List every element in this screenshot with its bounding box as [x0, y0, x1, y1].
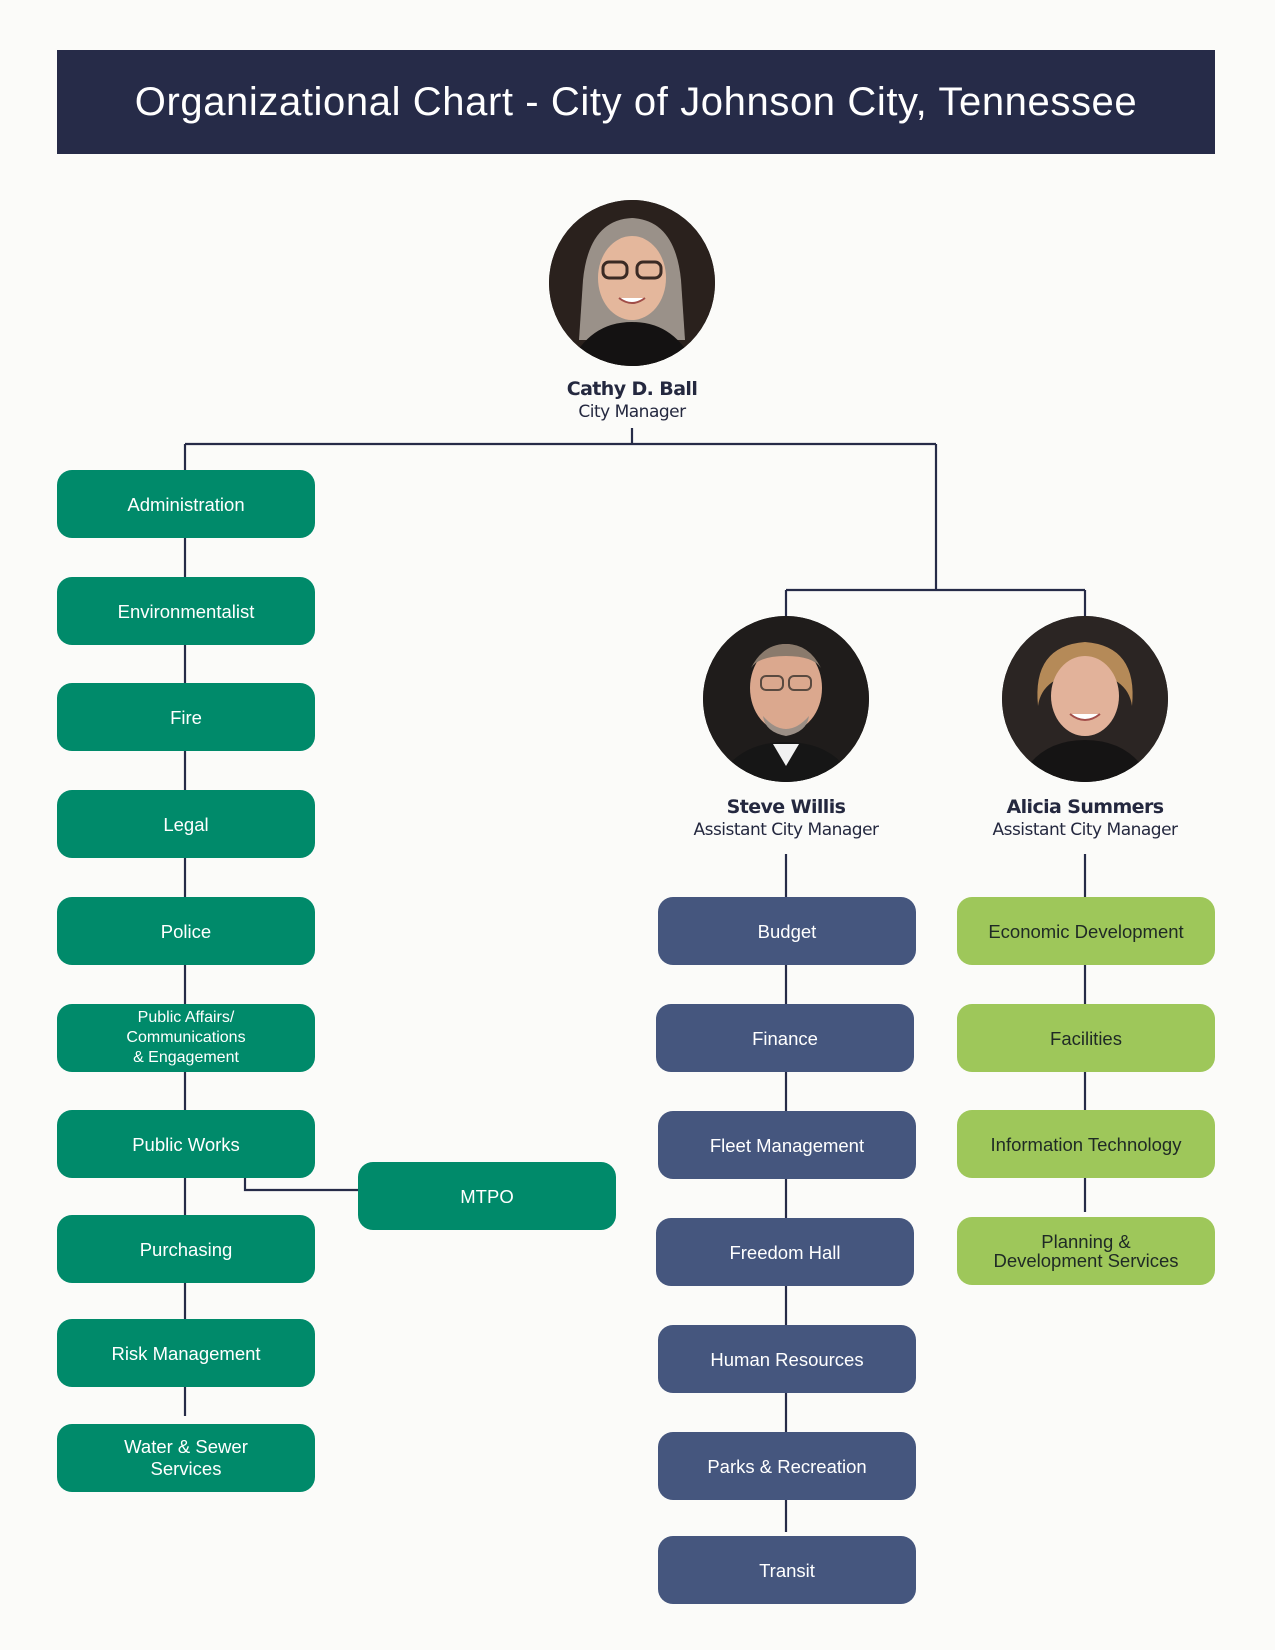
dept-economic-development: Economic Development [957, 897, 1215, 965]
dept-public-works: Public Works [57, 1110, 315, 1178]
city-manager-name: Cathy D. Ball [566, 378, 698, 400]
dept-budget: Budget [658, 897, 916, 965]
dept-human-resources: Human Resources [658, 1325, 916, 1393]
dept-administration: Administration [57, 470, 315, 538]
dept-fire: Fire [57, 683, 315, 751]
dept-mtpo: MTPO [358, 1162, 616, 1230]
dept-risk-management: Risk Management [57, 1319, 315, 1387]
dept-information-technology: Information Technology [957, 1110, 1215, 1178]
assistant-steve-name: Steve Willis [726, 796, 846, 818]
dept-facilities: Facilities [957, 1004, 1215, 1072]
avatar-steve-willis [703, 616, 869, 782]
dept-finance: Finance [656, 1004, 914, 1072]
city-manager-role: City Manager [578, 402, 686, 422]
assistant-alicia-label: Alicia Summers Assistant City Manager [945, 796, 1225, 841]
assistant-alicia-role: Assistant City Manager [992, 820, 1178, 840]
dept-police: Police [57, 897, 315, 965]
dept-fleet-management: Fleet Management [658, 1111, 916, 1179]
city-manager-label: Cathy D. Ball City Manager [492, 378, 772, 423]
dept-purchasing: Purchasing [57, 1215, 315, 1283]
assistant-steve-role: Assistant City Manager [693, 820, 879, 840]
dept-public-affairs: Public Affairs/ Communications & Engagem… [57, 1004, 315, 1072]
dept-water-sewer: Water & Sewer Services [57, 1424, 315, 1492]
dept-environmentalist: Environmentalist [57, 577, 315, 645]
avatar-cathy-ball [549, 200, 715, 366]
dept-transit: Transit [658, 1536, 916, 1604]
page-title: Organizational Chart - City of Johnson C… [57, 50, 1215, 154]
assistant-alicia-name: Alicia Summers [1006, 796, 1165, 818]
dept-freedom-hall: Freedom Hall [656, 1218, 914, 1286]
dept-planning-development: Planning & Development Services [957, 1217, 1215, 1285]
dept-parks-recreation: Parks & Recreation [658, 1432, 916, 1500]
assistant-steve-label: Steve Willis Assistant City Manager [646, 796, 926, 841]
avatar-alicia-summers [1002, 616, 1168, 782]
dept-legal: Legal [57, 790, 315, 858]
